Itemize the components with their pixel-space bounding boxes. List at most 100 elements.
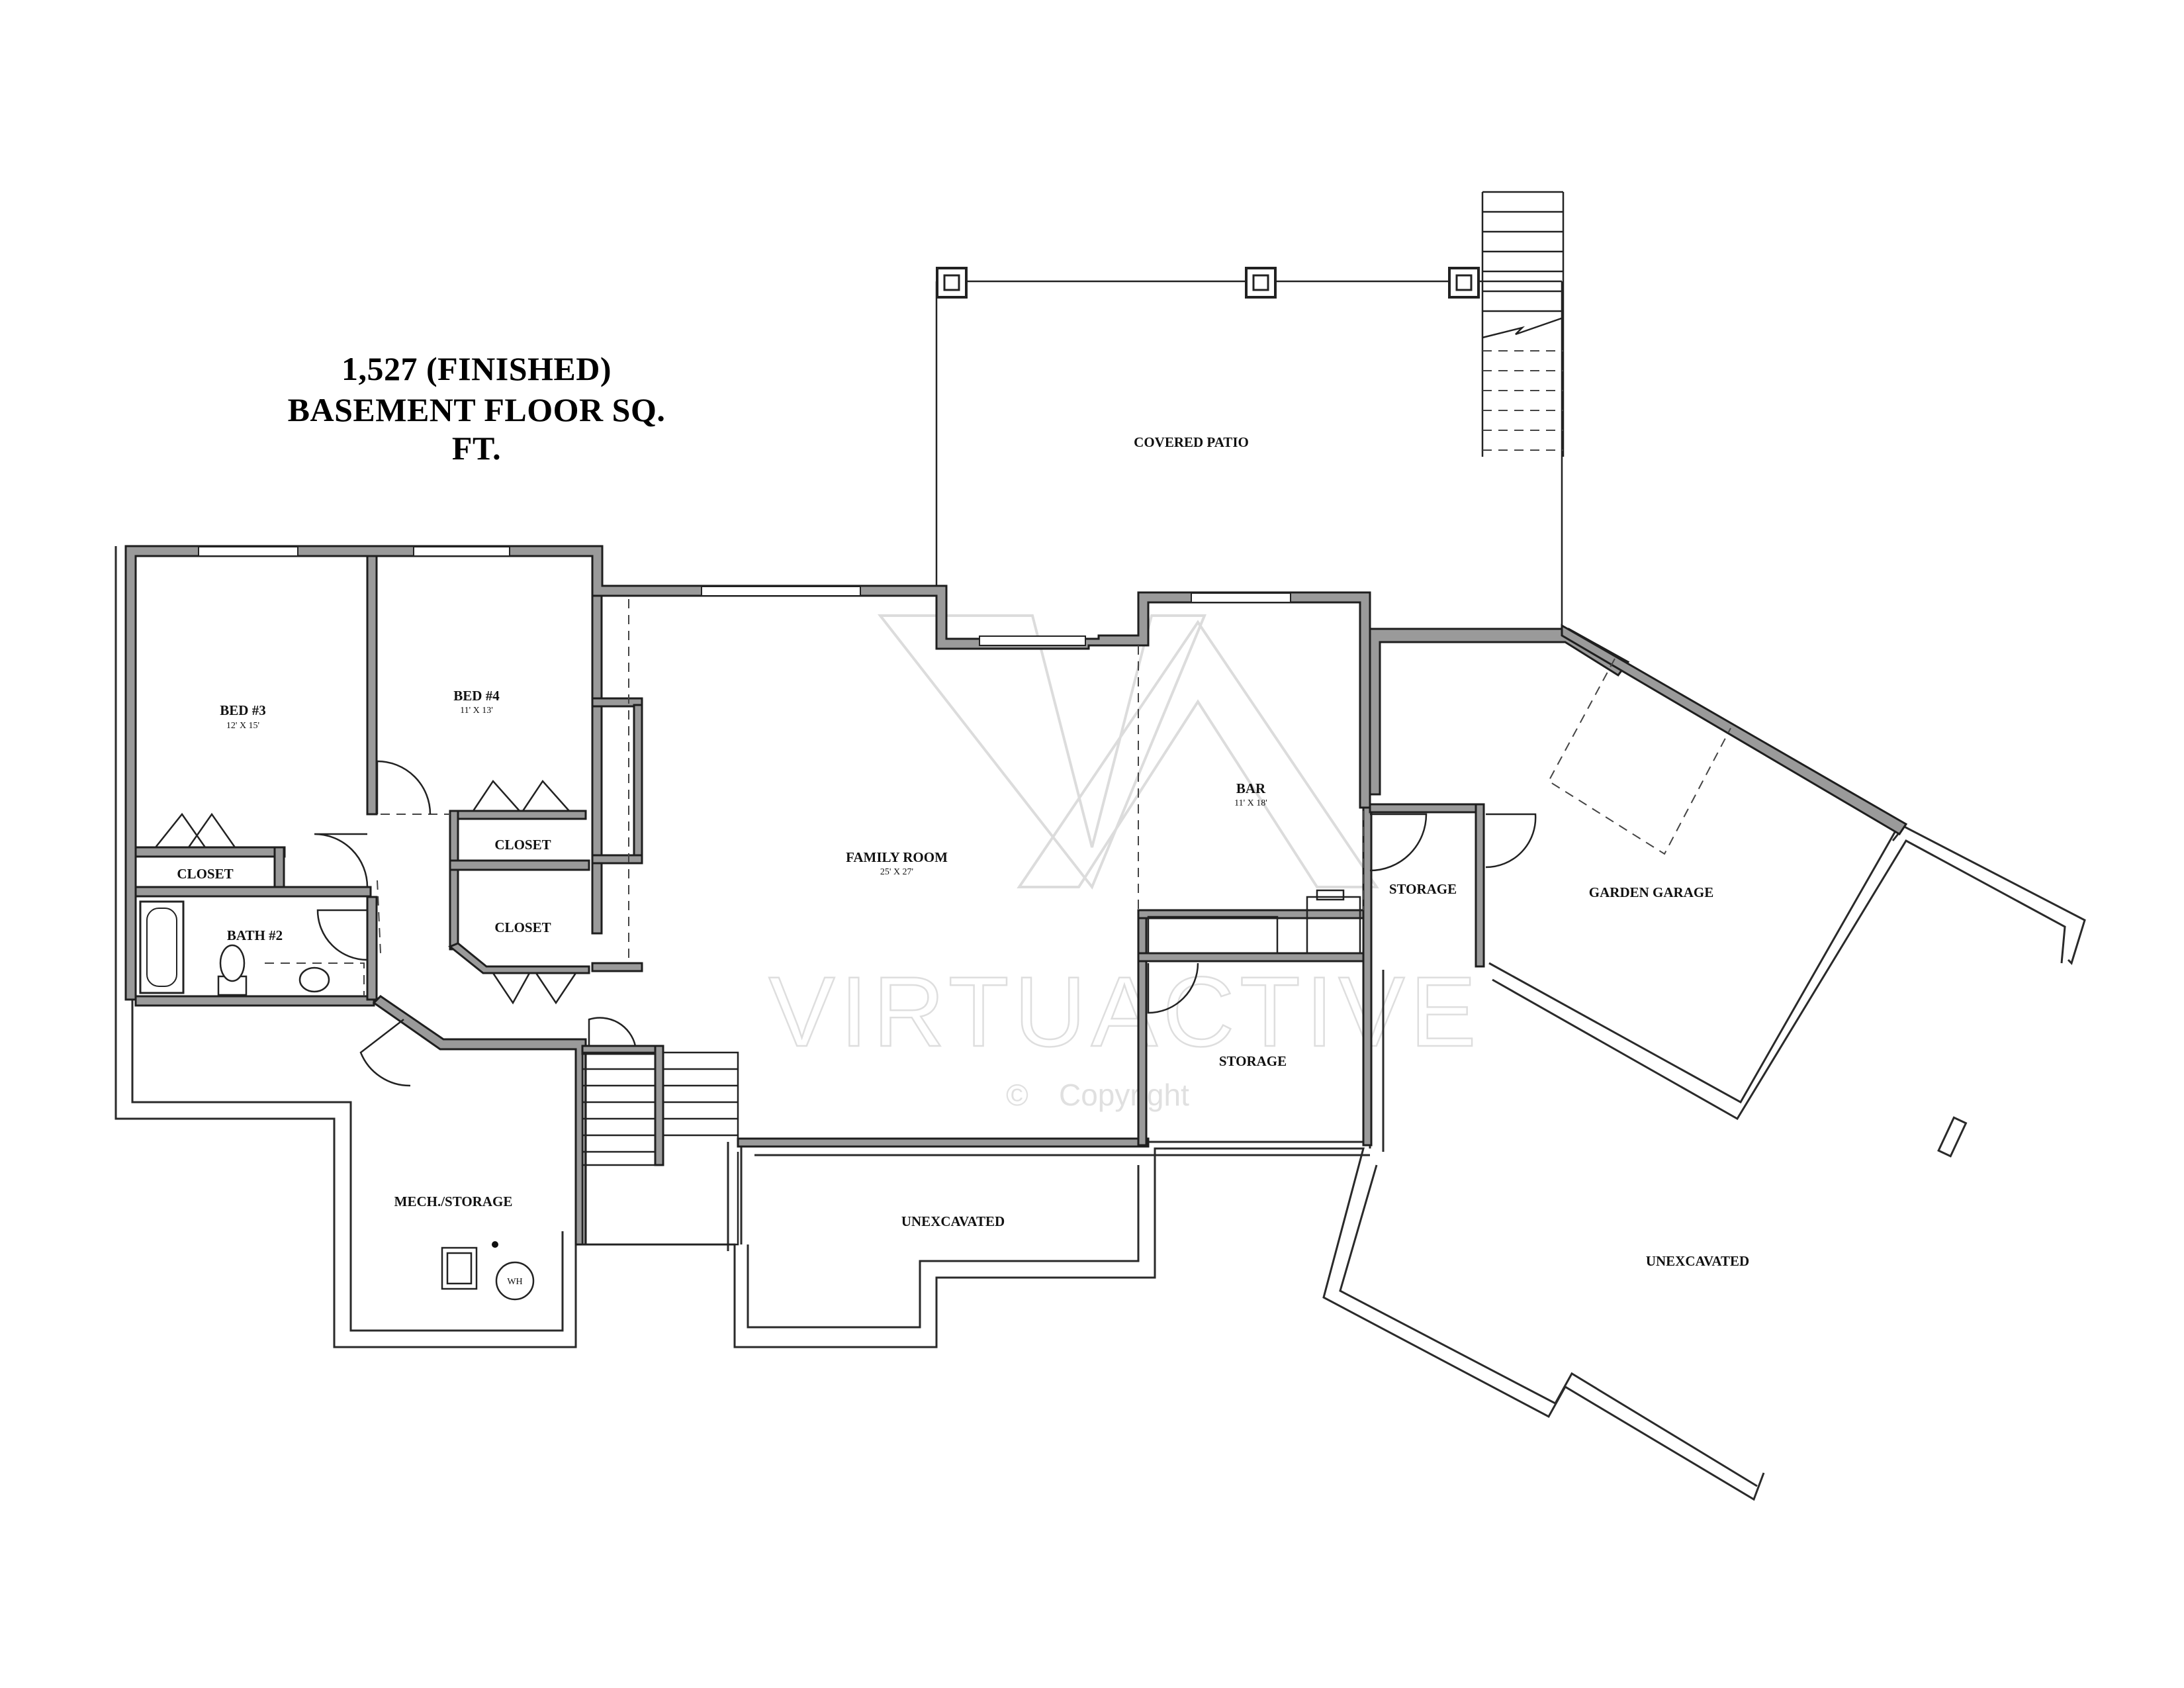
wall-bath-bottom — [134, 995, 375, 1007]
foundation-pier — [1937, 1116, 1968, 1158]
label-unexcavated-right: UNEXCAVATED — [1646, 1253, 1749, 1269]
wall-closet-divider — [449, 859, 590, 871]
foundation-inner-center — [747, 1165, 1140, 1329]
bar-counter — [1147, 889, 1361, 955]
exterior-stair-outline — [1481, 191, 1565, 457]
label-bar-dim: 11' X 18' — [1234, 798, 1267, 808]
door-bed3 — [314, 833, 369, 888]
label-closet-bed3: CLOSET — [177, 866, 233, 882]
door-stair — [588, 1017, 637, 1047]
label-closet-bed4: CLOSET — [494, 837, 551, 853]
label-family-room: FAMILY ROOM — [846, 849, 948, 865]
exterior-stair-break — [1482, 316, 1564, 339]
wall-bar-counter-bottom — [1137, 952, 1371, 962]
water-heater — [495, 1261, 535, 1301]
watermark-copyright-symbol: © — [1006, 1078, 1028, 1112]
stair-right-treads — [663, 1051, 739, 1139]
watermark-a-shape — [1017, 620, 1379, 888]
finished-perimeter-wall — [124, 545, 1371, 1001]
interior-walls — [124, 545, 1908, 1246]
label-unexcavated-center: UNEXCAVATED — [901, 1213, 1005, 1229]
foundation-walls — [114, 546, 2086, 1501]
closet-doors-bed4 — [472, 779, 570, 812]
wall-bath-side — [366, 896, 378, 1001]
bath-fixtures — [139, 900, 365, 996]
wall-bed4-family — [591, 594, 603, 935]
window-bed3 — [198, 546, 298, 557]
exterior-stair-treads — [1482, 211, 1563, 312]
mech-equipment — [441, 1241, 535, 1301]
patio-outline — [935, 280, 1563, 626]
label-bath2: BATH #2 — [227, 927, 283, 943]
doors — [155, 760, 1537, 1087]
floor-drain — [492, 1241, 498, 1248]
patio-post-right-inner — [1455, 274, 1473, 291]
watermark: VIRTUACTIVE © Copyright — [768, 614, 1481, 1112]
wall-storage-garage — [1475, 803, 1485, 968]
toilet-tank — [217, 975, 248, 996]
watermark-brand: VIRTUACTIVE — [768, 956, 1481, 1067]
label-bed3: BED #3 — [220, 702, 265, 718]
wall-bed3-closet-top — [134, 846, 286, 858]
foundation-inner-right — [1339, 1164, 1758, 1487]
vanity-outline — [265, 962, 365, 996]
door-storage-bar — [1147, 962, 1199, 1014]
windows — [198, 546, 1291, 646]
door-bath — [316, 909, 368, 961]
wall-garage-angled — [1561, 624, 1908, 836]
dash-openings — [377, 811, 1364, 954]
wall-garage-top — [1369, 628, 1630, 796]
window-bar — [1191, 592, 1291, 603]
wall-family-bar — [1137, 912, 1148, 1147]
exterior-stair-treads-below — [1482, 350, 1563, 451]
wall-storage-top — [1369, 803, 1484, 814]
label-bed4-dim: 11' X 13' — [460, 706, 493, 716]
bathtub-basin — [146, 908, 177, 987]
window-patio-door — [979, 635, 1086, 646]
furnace — [441, 1246, 478, 1290]
closet-doors-bed3 — [155, 812, 236, 848]
toilet-bowl — [219, 944, 246, 982]
wall-bed4-closet-top — [449, 810, 587, 820]
wall-nook-2-bottom — [591, 962, 643, 972]
plan-title-finished-sqft: 1,527 (FINISHED) — [341, 350, 612, 387]
label-bed3-dim: 12' X 15' — [226, 721, 259, 731]
label-covered-patio: COVERED PATIO — [1134, 434, 1249, 450]
watermark-copyright: Copyright — [1059, 1078, 1189, 1112]
label-mech-storage: MECH./STORAGE — [394, 1194, 513, 1209]
patio-post-left-inner — [943, 274, 960, 291]
label-water-heater: WH — [507, 1277, 522, 1287]
bar-counter-run — [1147, 915, 1279, 955]
label-garden-garage: GARDEN GARAGE — [1589, 884, 1713, 900]
wall-stair-divider — [654, 1045, 664, 1166]
foundation-outer-line — [114, 546, 1765, 1501]
label-closet-hall: CLOSET — [494, 919, 551, 935]
interior-stairs — [581, 1051, 739, 1246]
window-bed4 — [413, 546, 510, 557]
wall-nook-1-side — [633, 704, 643, 859]
label-storage-small: STORAGE — [1389, 881, 1457, 897]
wall-closet-bath — [134, 886, 372, 898]
garage-outer-wall — [1488, 823, 2086, 1104]
label-bar: BAR — [1236, 780, 1266, 796]
label-bed4: BED #4 — [453, 688, 500, 704]
furnace-inner — [446, 1252, 473, 1285]
bar-appliance — [1306, 896, 1361, 955]
plan-title-basement-label: BASEMENT FLOOR SQ. FT. — [287, 391, 666, 467]
door-garage — [1485, 813, 1537, 868]
wall-nook-1-bottom — [591, 854, 643, 865]
wall-hall-closet-left — [449, 868, 459, 951]
foundation-inner-left — [131, 559, 564, 1332]
dash-garage-door — [1547, 658, 1731, 855]
exterior-stair — [1481, 191, 1565, 457]
stair-left-treads — [582, 1068, 655, 1153]
door-bed4 — [376, 760, 432, 815]
dashed-lines — [377, 599, 1731, 963]
patio-post-center — [1245, 267, 1277, 299]
vanity-sink — [298, 966, 330, 993]
window-family — [701, 586, 861, 596]
wall-hall-closet-angle — [448, 942, 590, 974]
watermark-v-shape — [877, 614, 1206, 890]
closet-doors-hall — [492, 972, 577, 1005]
